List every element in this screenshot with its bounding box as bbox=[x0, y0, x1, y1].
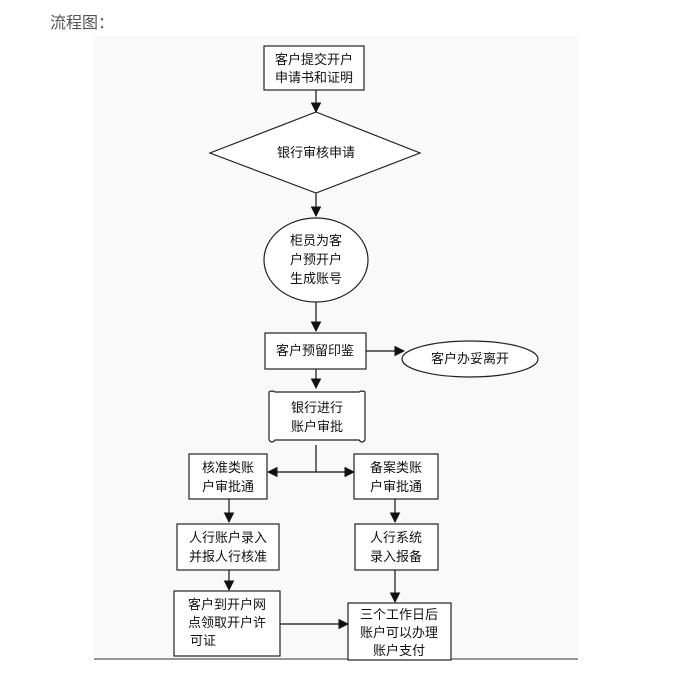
label-approval-1: 核准类账 bbox=[202, 461, 254, 476]
label-teller-2: 户预开户 bbox=[290, 252, 342, 268]
node-three-days-box bbox=[347, 602, 452, 661]
node-seal-box bbox=[264, 332, 367, 370]
label-pboc-entry-1: 人行账户录入 bbox=[189, 530, 267, 546]
label-teller-3: 生成账号 bbox=[290, 272, 342, 287]
label-three-days-2: 账户可以办理 bbox=[360, 625, 438, 641]
edges bbox=[223, 90, 406, 630]
label-permit-2: 点领取开户许 bbox=[188, 615, 266, 631]
node-filing-box bbox=[353, 453, 439, 500]
label-three-days-1: 三个工作日后 bbox=[360, 608, 438, 623]
label-account-review-2: 账户审批 bbox=[291, 419, 343, 435]
label-filing-1: 备案类账 bbox=[370, 460, 422, 476]
label-bank-review: 银行审核申请 bbox=[277, 146, 355, 161]
label-permit-1: 客户到开户网 bbox=[188, 597, 266, 613]
node-leave-ellipse bbox=[401, 340, 539, 378]
node-pboc-system-box bbox=[354, 523, 439, 571]
node-teller-ellipse bbox=[263, 217, 369, 303]
node-account-review-shape bbox=[268, 390, 366, 443]
node-labels: 客户提交开户 申请书和证明 银行审核申请 柜员为客 户预开户 生成账号 客户预留… bbox=[188, 52, 509, 659]
label-leave: 客户办妥离开 bbox=[431, 351, 509, 367]
label-submit-2: 申请书和证明 bbox=[275, 71, 353, 86]
node-bank-review-diamond bbox=[208, 111, 422, 194]
node-approval-box bbox=[188, 453, 268, 500]
label-approval-2: 户审批通 bbox=[202, 479, 254, 495]
node-collect-permit-box bbox=[173, 590, 281, 657]
label-account-review-1: 银行进行 bbox=[291, 401, 343, 416]
label-submit-1: 客户提交开户 bbox=[275, 52, 353, 68]
label-teller-1: 柜员为客 bbox=[290, 233, 342, 249]
label-pboc-system-2: 录入报备 bbox=[370, 549, 422, 565]
node-submit-box bbox=[263, 45, 365, 91]
label-filing-2: 户审批通 bbox=[370, 479, 422, 495]
node-pboc-entry-box bbox=[176, 523, 280, 571]
label-seal: 客户预留印鉴 bbox=[276, 343, 354, 359]
label-permit-3: 可证 bbox=[190, 634, 216, 649]
label-three-days-3: 账户支付 bbox=[373, 643, 425, 659]
label-pboc-entry-2: 并报人行核准 bbox=[189, 550, 267, 565]
label-pboc-system-1: 人行系统 bbox=[370, 531, 422, 546]
caption: 流程图： bbox=[50, 13, 115, 32]
